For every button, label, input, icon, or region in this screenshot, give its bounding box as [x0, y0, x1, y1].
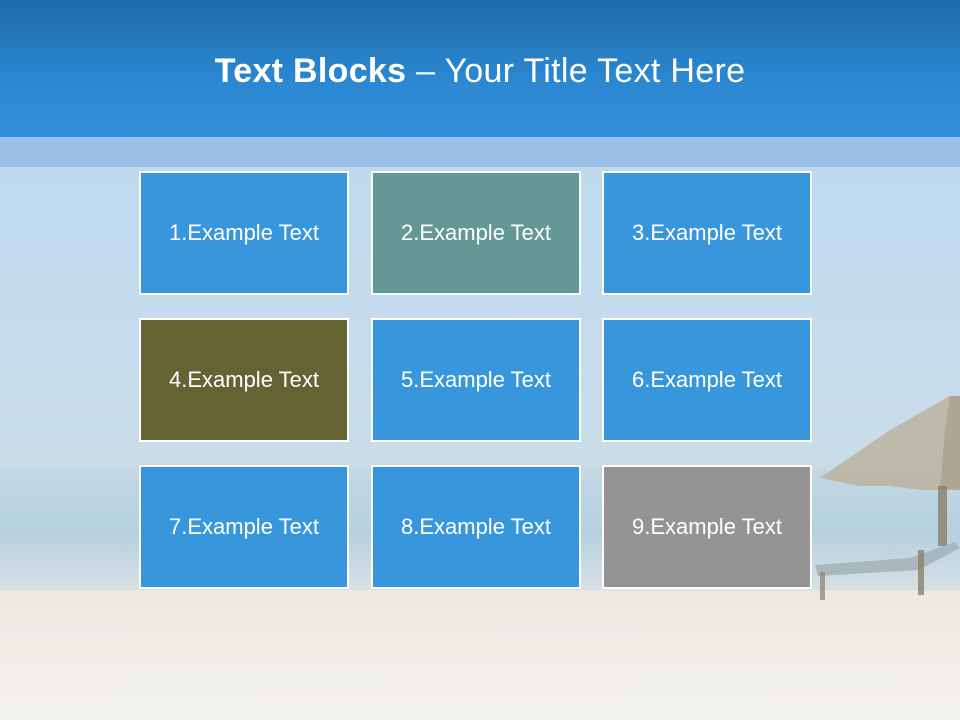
text-block-5[interactable]: 5.Example Text: [371, 318, 581, 442]
text-block-label: 4.Example Text: [168, 367, 319, 392]
sand-background: [0, 590, 960, 720]
text-block-2[interactable]: 2.Example Text: [371, 171, 581, 295]
page-title: Text Blocks – Your Title Text Here: [0, 52, 960, 91]
text-block-1[interactable]: 1.Example Text: [139, 171, 349, 295]
text-block-label: 6.Example Text: [631, 367, 782, 392]
text-block-label: 1.Example Text: [168, 220, 319, 245]
title-rest: Your Title Text Here: [444, 52, 746, 90]
title-dash: –: [406, 52, 445, 90]
beach-umbrella-illustration: [815, 396, 960, 600]
title-band: [0, 137, 960, 167]
title-bar: Text Blocks – Your Title Text Here: [0, 0, 960, 137]
text-block-label: 5.Example Text: [400, 367, 551, 392]
title-bold-part: Text Blocks: [214, 52, 407, 90]
text-block-7[interactable]: 7.Example Text: [139, 465, 349, 589]
text-block-6[interactable]: 6.Example Text: [602, 318, 812, 442]
text-block-label: 9.Example Text: [631, 514, 782, 539]
text-block-label: 3.Example Text: [631, 220, 782, 245]
text-block-label: 7.Example Text: [168, 514, 319, 539]
text-block-label: 2.Example Text: [400, 220, 551, 245]
text-block-4[interactable]: 4.Example Text: [139, 318, 349, 442]
text-block-label: 8.Example Text: [400, 514, 551, 539]
text-block-3[interactable]: 3.Example Text: [602, 171, 812, 295]
text-block-9[interactable]: 9.Example Text: [602, 465, 812, 589]
text-block-8[interactable]: 8.Example Text: [371, 465, 581, 589]
